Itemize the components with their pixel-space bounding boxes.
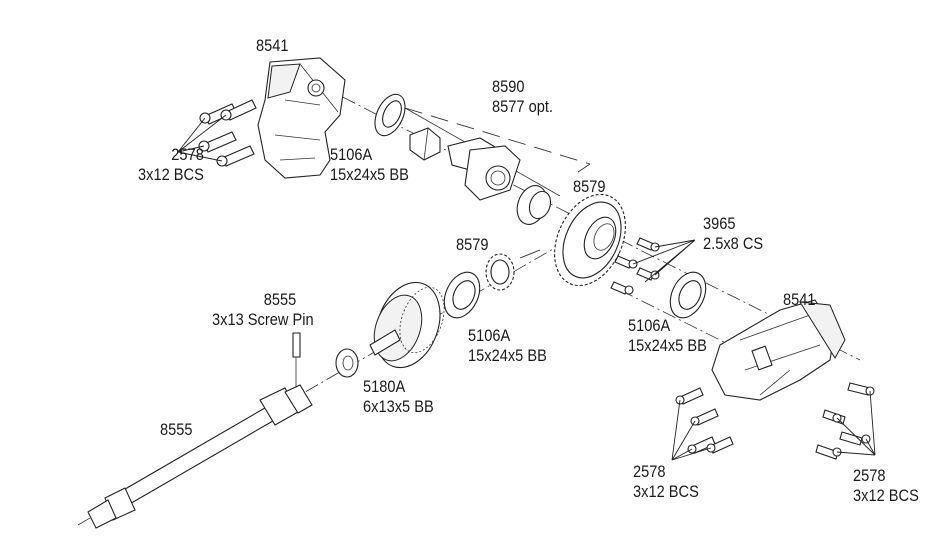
pinion-gear <box>485 249 541 291</box>
label-housing-bottom: 8541 <box>783 290 816 309</box>
housing-top <box>257 57 346 179</box>
bearing-mid <box>443 271 481 319</box>
screw <box>690 408 719 426</box>
housing-bottom <box>711 299 846 401</box>
driveshaft <box>87 384 313 529</box>
bearing-top <box>374 93 406 137</box>
bracket-dashed-line <box>404 107 591 165</box>
label-bearing-top: 5106A 15x24x5 BB <box>330 145 409 184</box>
screw <box>822 409 846 425</box>
differential-case <box>369 281 445 369</box>
label-small-bearing: 5180A 6x13x5 BB <box>363 377 434 416</box>
screws-bottom-right <box>815 382 876 460</box>
screw-pin <box>292 332 301 390</box>
ring-gear-screws <box>610 237 696 295</box>
label-ring-gear-screws: 3965 2.5x8 CS <box>703 214 764 253</box>
label-housing-top: 8541 <box>256 36 289 55</box>
screws-top-left <box>177 99 257 167</box>
label-output-cup: 8590 8577 opt. <box>492 77 553 116</box>
label-driveshaft: 8555 <box>160 420 193 439</box>
label-bearing-mid: 5106A 15x24x5 BB <box>468 326 547 365</box>
hex-spacer <box>409 127 441 161</box>
leader-lines <box>836 390 876 456</box>
label-screws-top-left: 2578 3x12 BCS <box>138 145 204 184</box>
diff-spacer <box>516 185 552 225</box>
screw <box>839 431 871 446</box>
bearing-right <box>669 271 707 319</box>
screw <box>216 145 255 167</box>
label-screws-bottom-left: 2578 3x12 BCS <box>633 462 699 501</box>
screw <box>198 131 237 153</box>
leader-lines <box>632 239 696 283</box>
label-ring-gear: 8579 <box>573 177 606 196</box>
leader-lines <box>177 114 227 162</box>
screw <box>636 237 660 252</box>
label-screws-bottom-right: 2578 3x12 BCS <box>853 466 919 505</box>
screw <box>610 281 634 295</box>
label-bearing-right: 5106A 15x24x5 BB <box>628 316 707 355</box>
screw <box>675 387 704 405</box>
leader-lines <box>671 399 712 461</box>
small-bearing <box>335 348 359 378</box>
screws-bottom-left <box>671 387 734 461</box>
ring-gear <box>554 193 626 287</box>
output-cup <box>447 137 521 201</box>
screw <box>614 255 638 269</box>
label-screw-pin: 8555 3x13 Screw Pin <box>212 290 314 329</box>
label-pinion-gear: 8579 <box>456 235 489 254</box>
leader-line <box>519 249 541 259</box>
screw <box>220 99 257 121</box>
